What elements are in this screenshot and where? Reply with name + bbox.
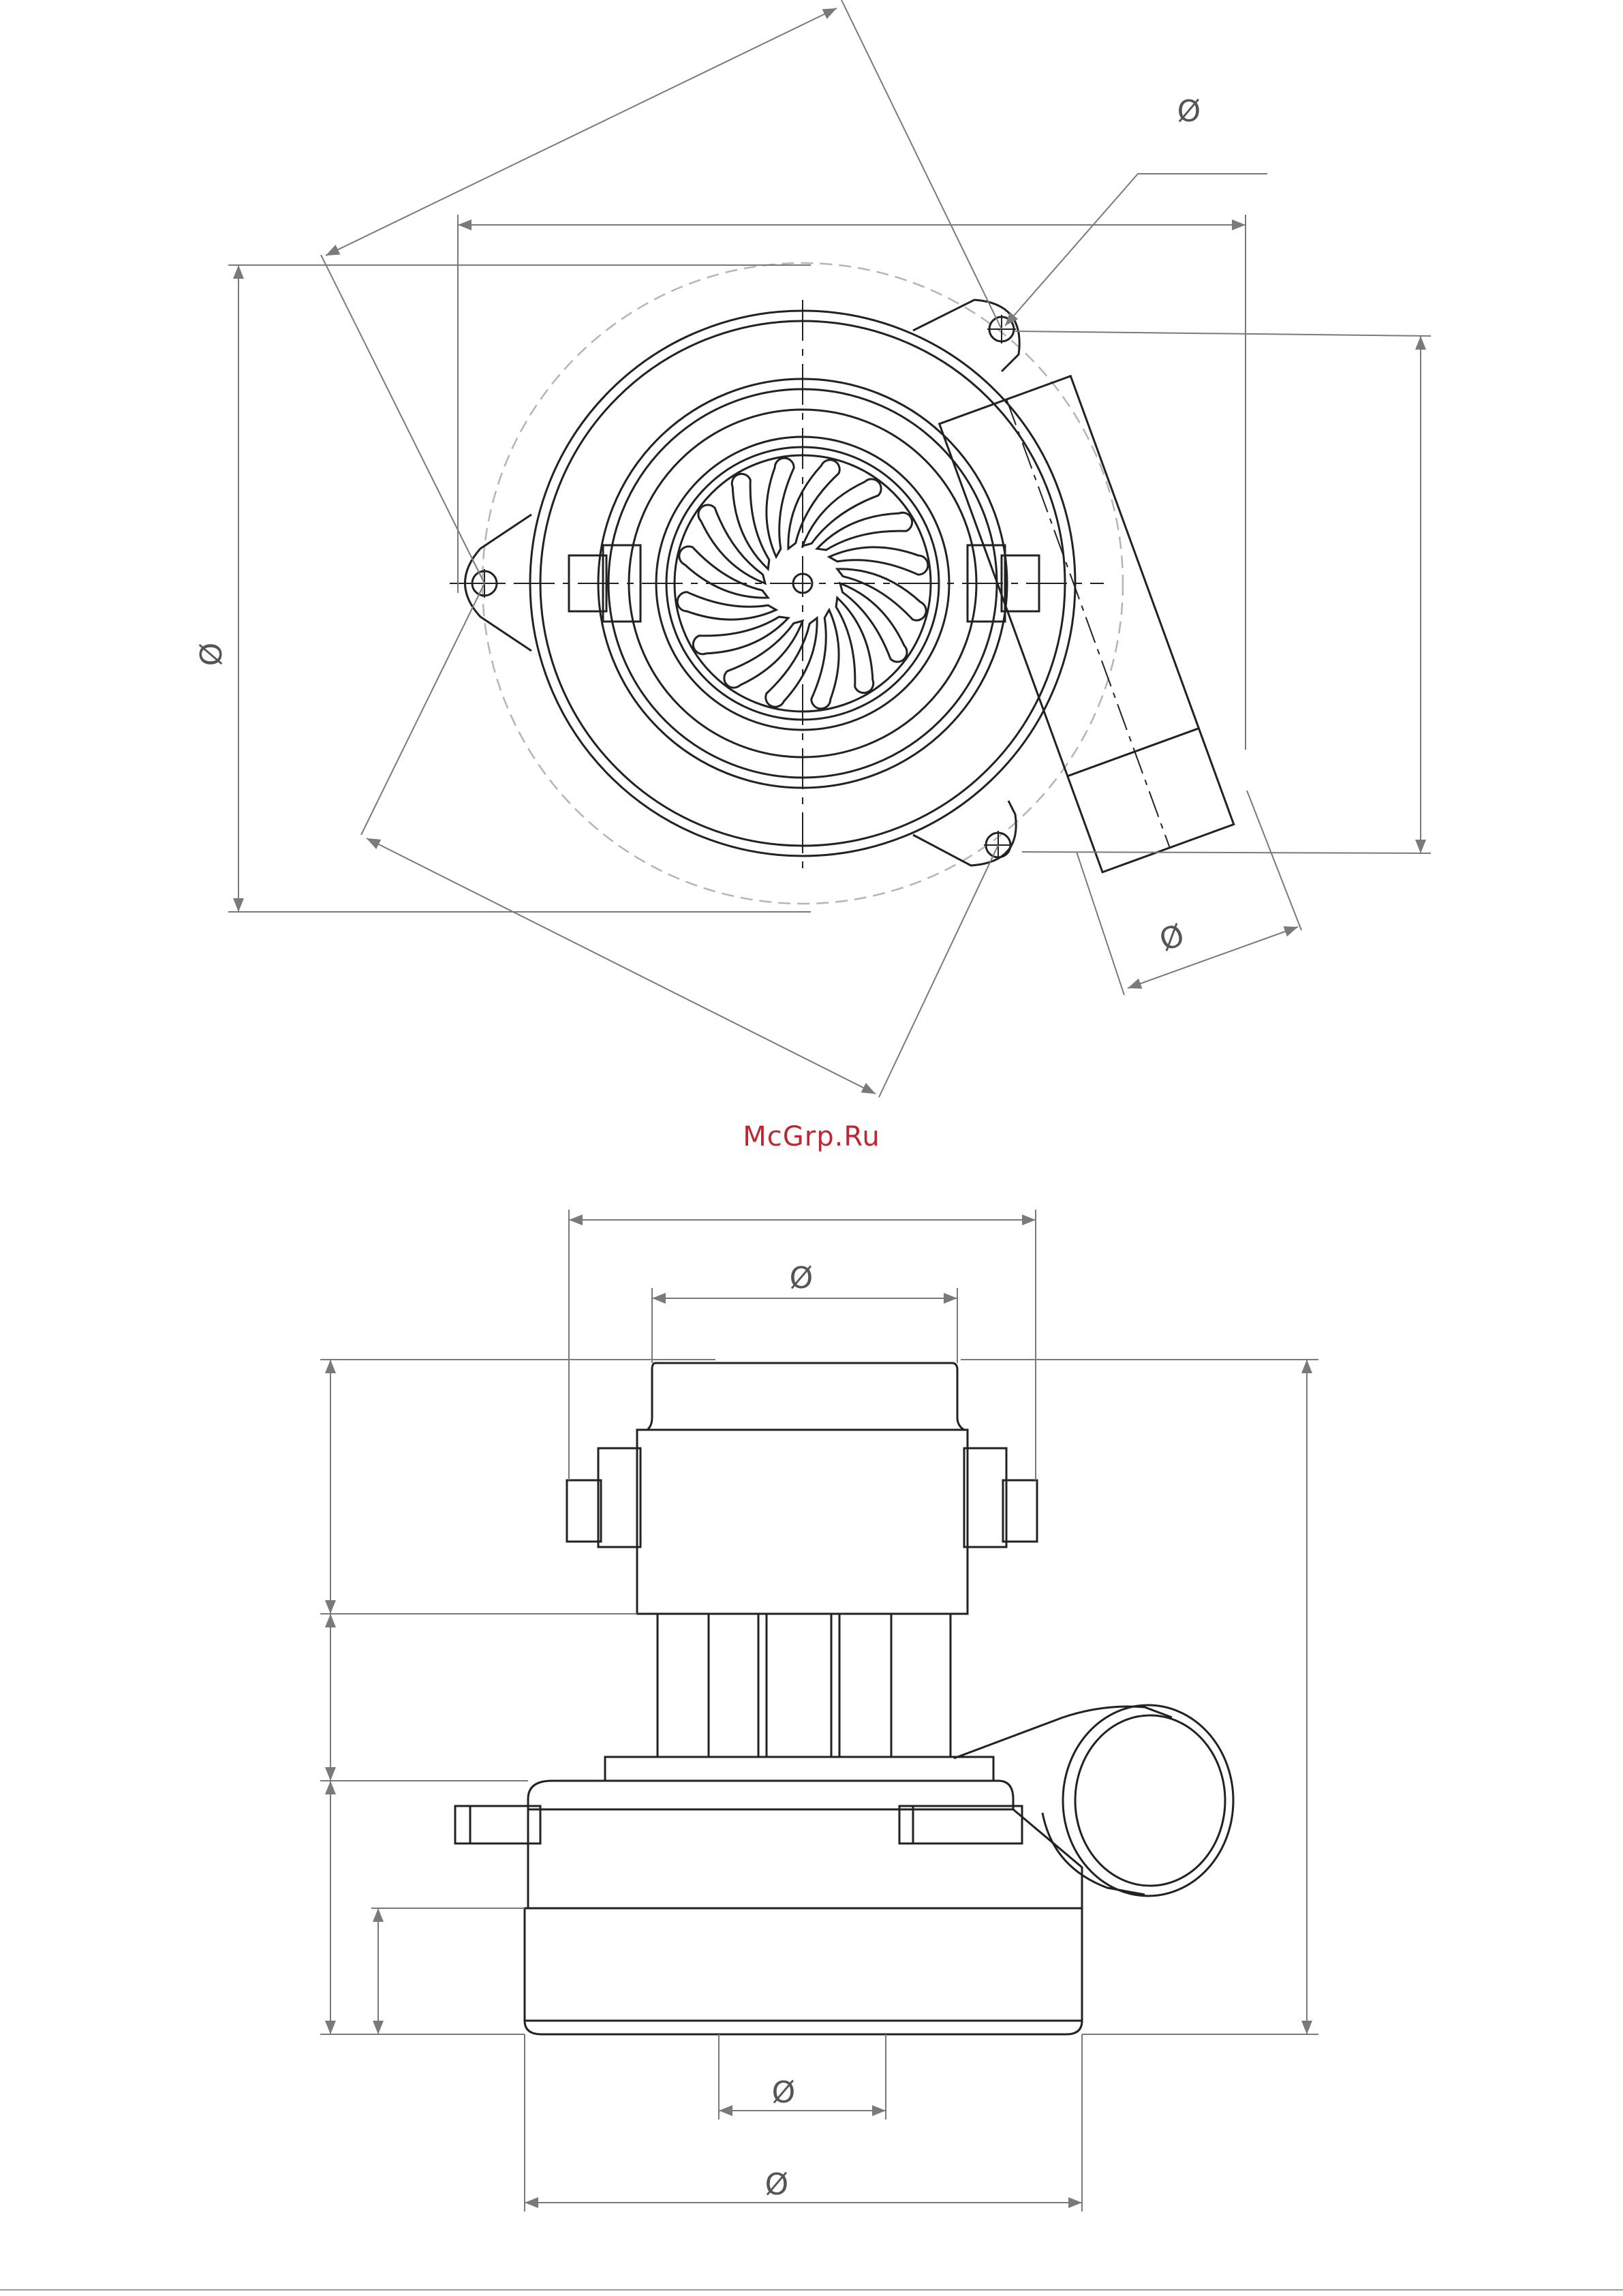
impeller-blade: [677, 592, 776, 619]
impeller-blade: [803, 479, 881, 546]
dim-outlet-diameter: [1128, 927, 1298, 988]
top-cap: [647, 1363, 964, 1430]
dim-label-outlet: Ø: [1155, 917, 1189, 958]
motor-stator: [658, 1614, 950, 1757]
lower-skirt: [525, 1908, 1082, 2034]
impeller-blade: [693, 617, 788, 654]
dim-diag-ext-1: [321, 255, 484, 583]
impeller-blade: [817, 512, 912, 550]
outlet-duct: [940, 376, 1234, 872]
outlet-opening-inner: [1075, 1715, 1225, 1886]
dim-label-left-diameter: Ø: [194, 643, 229, 667]
top-right-mounting-lug: [913, 300, 1019, 371]
impeller-blade: [829, 547, 928, 575]
dim-outlet-ext-1: [1077, 852, 1124, 995]
dim-label-hole: Ø: [1177, 94, 1201, 129]
impeller-blade: [812, 610, 839, 709]
fan-housing: [637, 1430, 968, 1614]
side-dim-label-cap: Ø: [790, 1261, 814, 1296]
right-brush-inner: [1003, 1480, 1037, 1542]
right-brush-outer: [964, 1448, 1006, 1547]
left-brush-inner: [567, 1480, 601, 1542]
dim-diag-top: [326, 8, 837, 256]
top-view: Ø Ø Ø: [194, 0, 1431, 1097]
side-dim-label-outer: Ø: [765, 2167, 789, 2202]
impeller-blade: [840, 583, 907, 662]
left-brush-outer: [598, 1448, 640, 1547]
dim-outlet-ext-2: [1247, 791, 1301, 930]
side-dim-label-inner: Ø: [772, 2075, 796, 2110]
side-view: Ø Ø Ø: [320, 1210, 1318, 2211]
outlet-opening-outer: [1063, 1705, 1233, 1896]
dim-diag-bottom: [367, 838, 876, 1094]
impeller-blade: [836, 598, 874, 693]
dim-ext-right-top: [1015, 331, 1431, 336]
dim-hole-leader: [1005, 174, 1267, 326]
dim-diag-ext-2: [841, 0, 1002, 329]
impeller-blade: [724, 621, 803, 688]
impeller-blade: [732, 474, 769, 569]
base-plate: [605, 1757, 993, 1781]
outlet-tube-body: [954, 1706, 1172, 1758]
right-flange-tab: [899, 1806, 1022, 1843]
dim-ext-right-bottom: [1022, 852, 1431, 853]
body-housing: [528, 1809, 1082, 1908]
impeller-blade: [698, 505, 765, 583]
impeller-blade: [767, 458, 794, 557]
dim-diag-ext-3: [361, 583, 484, 835]
watermark-text: McGrp.Ru: [0, 1121, 1623, 1152]
dim-diag-ext-4: [879, 845, 998, 1097]
